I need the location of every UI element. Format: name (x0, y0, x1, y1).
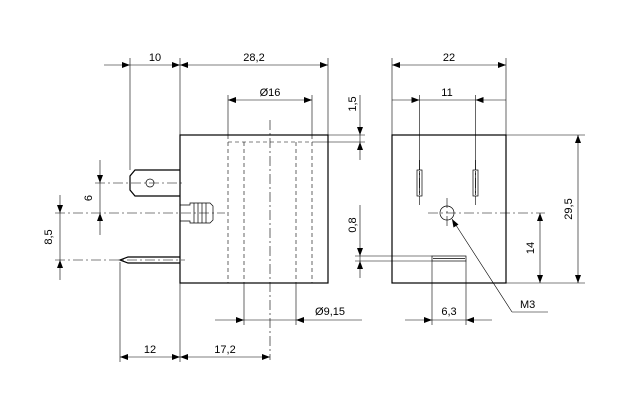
dim-label-12: 12 (144, 344, 156, 356)
dim-label-6-3: 6,3 (441, 306, 456, 318)
arrowhead (97, 213, 103, 221)
dim-label-0-8: 0,8 (347, 217, 359, 232)
arrowhead (452, 219, 459, 228)
arrowhead (122, 62, 130, 68)
arrowhead (304, 97, 312, 103)
arrowhead (392, 62, 400, 68)
arrowhead (228, 97, 236, 103)
arrowhead (475, 97, 484, 103)
dim-label-17-2: 17,2 (214, 344, 235, 356)
arrowhead (97, 175, 103, 183)
arrowhead (424, 317, 432, 323)
dim-label-dia-16: Ø16 (260, 87, 281, 99)
dim-label-dia-9-15: Ø9,15 (315, 306, 345, 318)
blade-terminal-upper (129, 169, 180, 197)
dim-label-22: 22 (443, 52, 455, 64)
dim-label-14: 14 (525, 242, 537, 254)
arrowhead (411, 97, 420, 103)
terminal-slot-bottom (431, 255, 467, 262)
dim-label-11: 11 (441, 87, 452, 99)
m3-leader-line (451, 218, 513, 313)
dim-label-28-2: 28,2 (243, 52, 264, 64)
arrowhead (357, 142, 363, 150)
arrowhead (262, 354, 270, 360)
dim-label-8-5: 8,5 (43, 229, 55, 244)
side-view: 10 28,2 Ø16 1,5 6 8,5 Ø9,15 (43, 52, 365, 362)
thread-label-m3: M3 (520, 299, 535, 311)
arrowhead (320, 62, 328, 68)
arrowhead (57, 205, 63, 213)
arrowhead (236, 317, 244, 323)
arrowhead (466, 317, 474, 323)
arrowhead (172, 62, 180, 68)
arrowhead (357, 248, 363, 256)
dim-label-1-5: 1,5 (347, 96, 359, 111)
arrowhead (537, 275, 543, 283)
arrowhead (537, 213, 543, 221)
flat-terminal-lower (118, 256, 180, 264)
arrowhead (575, 135, 581, 143)
arrowhead (57, 260, 63, 268)
arrowhead (180, 62, 188, 68)
arrowhead (357, 127, 363, 135)
front-view: 22 11 29,5 14 0,8 6,3 (347, 52, 585, 325)
side-body-outline (179, 134, 329, 284)
arrowhead (120, 354, 128, 360)
dim-label-29-5: 29,5 (563, 198, 575, 219)
arrowhead (498, 62, 506, 68)
arrowhead (172, 354, 180, 360)
front-body-outline (391, 134, 507, 284)
arrowhead (575, 275, 581, 283)
dim-label-10: 10 (149, 52, 161, 64)
arrowhead (296, 317, 304, 323)
arrowhead (180, 354, 188, 360)
arrowhead (357, 261, 363, 269)
dim-label-6: 6 (83, 195, 95, 201)
